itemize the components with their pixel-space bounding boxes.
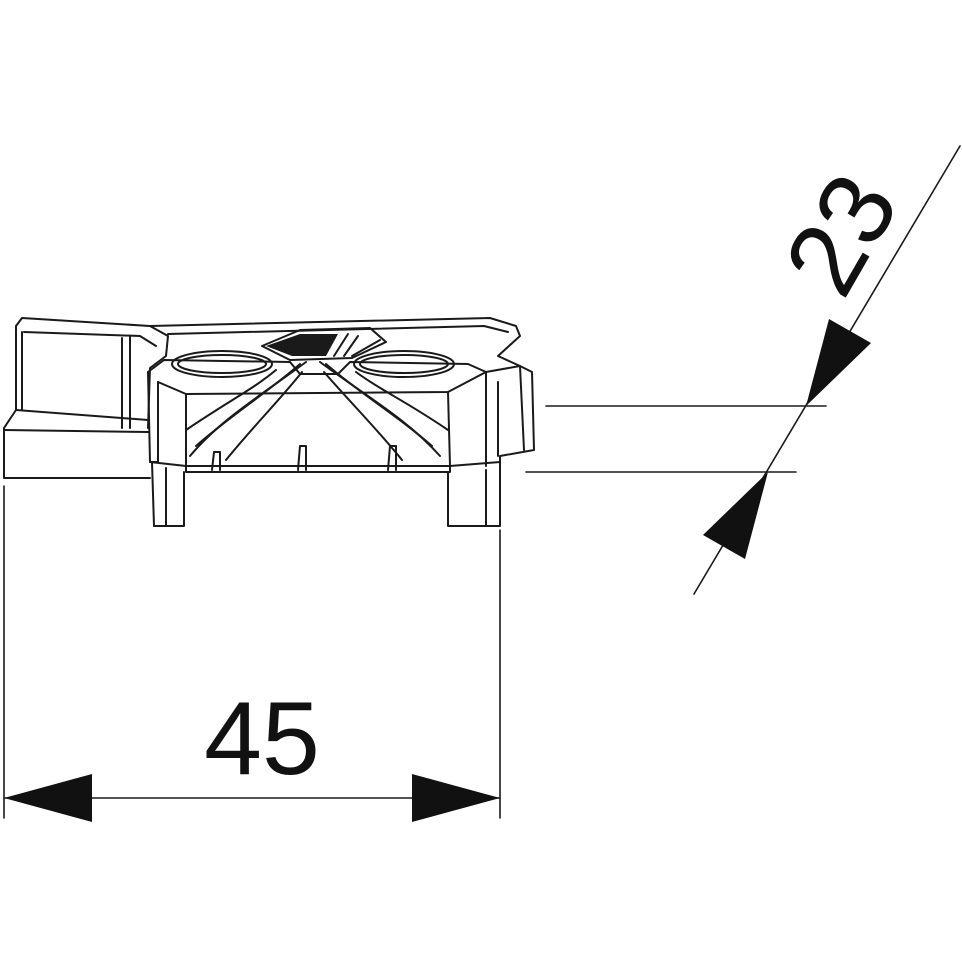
width-dimension: 45	[3, 485, 501, 822]
thickness-arrow-top	[806, 319, 871, 406]
thickness-label: 23	[763, 155, 921, 313]
thickness-dimension: 23	[525, 145, 961, 595]
width-label: 45	[204, 681, 320, 797]
width-arrow-left	[4, 774, 92, 822]
width-arrow-right	[412, 774, 500, 822]
thickness-arrow-bottom	[703, 472, 768, 559]
part-outline	[3, 317, 535, 527]
